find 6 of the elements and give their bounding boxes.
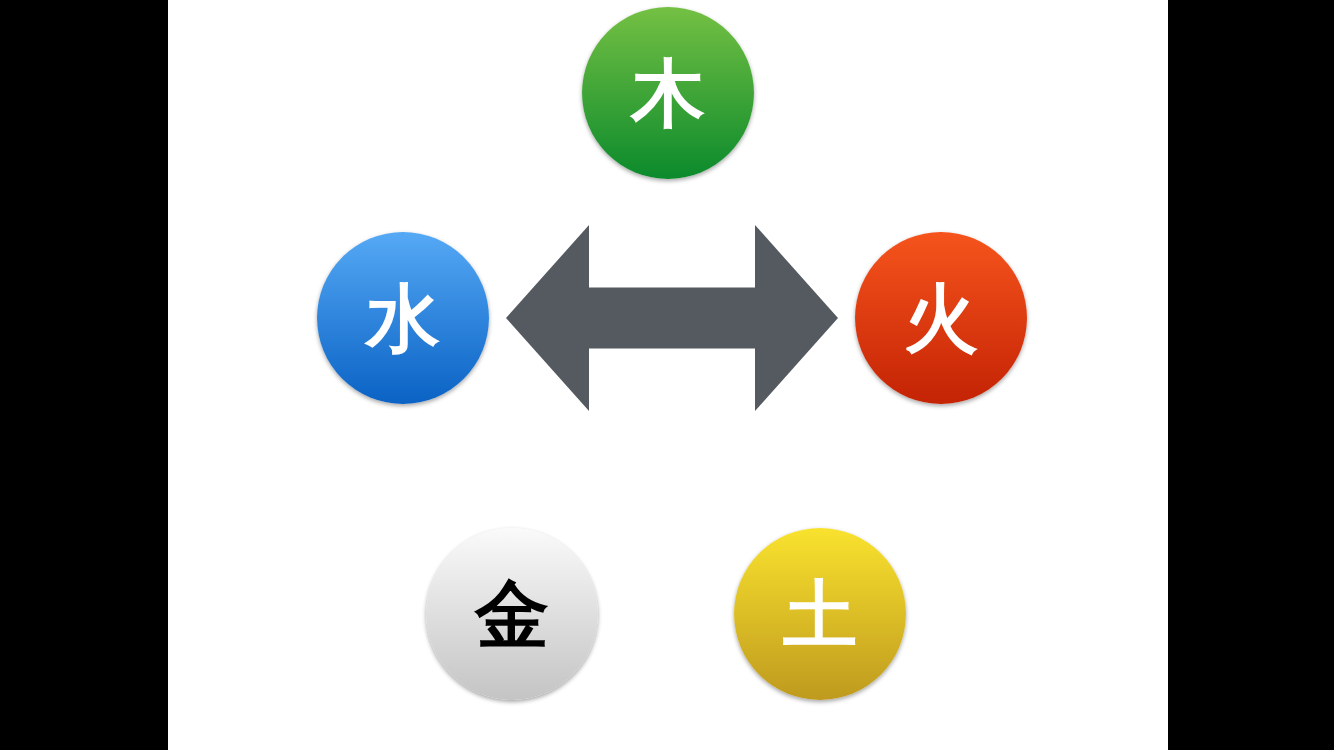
element-character: 土: [783, 577, 857, 651]
element-character: 火: [904, 281, 978, 355]
element-character: 金: [475, 577, 549, 651]
double-arrow: [506, 225, 838, 411]
element-character: 木: [631, 56, 705, 130]
element-character: 水: [366, 281, 440, 355]
